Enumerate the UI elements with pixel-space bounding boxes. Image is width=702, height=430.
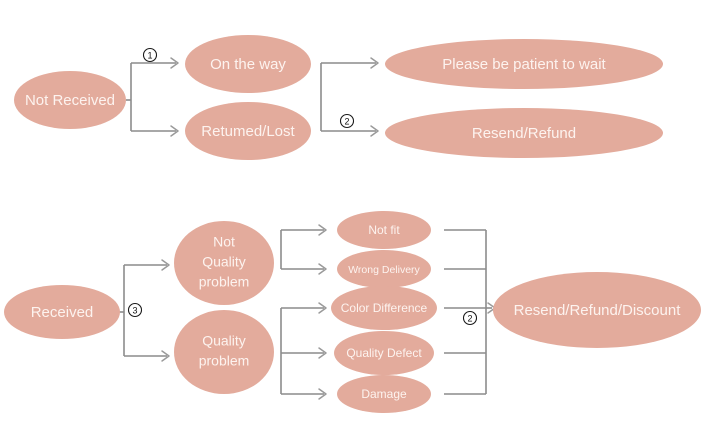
node-resend-refund-discount-shape (493, 272, 701, 348)
node-not-received[interactable]: Not Received (14, 71, 126, 129)
top-flow-connectors (126, 57, 379, 137)
node-not-received-label: Not Received (25, 92, 115, 109)
node-please-be-patient-shape (385, 39, 663, 89)
node-not-fit[interactable]: Not fit (337, 211, 431, 249)
node-resend-refund[interactable]: Resend/Refund (385, 108, 663, 158)
node-wrong-delivery-shape (337, 250, 431, 288)
node-on-the-way-shape (185, 35, 311, 93)
node-damage[interactable]: Damage (337, 375, 431, 413)
node-not-quality-problem-shape (174, 221, 274, 305)
marker-3-label: 3 (132, 306, 137, 316)
marker-3-circle (127, 302, 143, 318)
node-not-received-shape (14, 71, 126, 129)
node-quality-problem-label-line2: problem (199, 353, 250, 369)
node-damage-shape (337, 375, 431, 413)
node-returned-lost[interactable]: Retumed/Lost (185, 102, 311, 160)
arrowhead-bepatient (370, 57, 379, 69)
node-quality-problem-shape (174, 310, 274, 394)
marker-3: 3 (127, 302, 143, 318)
arrowhead-qualitydefect (318, 347, 327, 359)
arrowhead-ontheway (170, 57, 179, 69)
node-quality-defect-shape (334, 331, 434, 375)
arrowhead-damage (318, 388, 327, 400)
node-resend-refund-discount[interactable]: Resend/Refund/Discount (493, 272, 701, 348)
node-resend-refund-discount-label: Resend/Refund/Discount (514, 302, 682, 319)
arrowhead-notfit (318, 224, 327, 236)
node-not-fit-shape (337, 211, 431, 249)
node-not-fit-label: Not fit (368, 223, 400, 237)
node-returned-lost-label: Retumed/Lost (201, 123, 295, 140)
node-color-difference[interactable]: Color Difference (331, 286, 437, 330)
node-on-the-way[interactable]: On the way (185, 35, 311, 93)
marker-2-bottom-circle (462, 310, 478, 326)
marker-2-top-label: 2 (344, 117, 349, 127)
node-wrong-delivery[interactable]: Wrong Delivery (337, 250, 431, 288)
node-received[interactable]: Received (4, 285, 120, 339)
marker-1-label: 1 (147, 51, 152, 61)
marker-2-bottom: 2 (462, 310, 478, 326)
arrowhead-colordifference (318, 302, 327, 314)
node-not-quality-problem-label-line3: problem (199, 274, 250, 290)
arrowhead-notquality (161, 259, 170, 271)
bottom-flow-connectors (119, 224, 496, 400)
arrowhead-wrongdelivery (318, 263, 327, 275)
arrowhead-returnedlost (170, 125, 179, 137)
marker-1-circle (142, 47, 158, 63)
node-not-quality-problem[interactable]: Not Quality problem (174, 221, 274, 305)
node-please-be-patient-label: Please be patient to wait (442, 56, 606, 73)
node-quality-problem[interactable]: Quality problem (174, 310, 274, 394)
node-resend-refund-label: Resend/Refund (472, 125, 576, 142)
marker-2-top: 2 (339, 113, 355, 129)
node-quality-problem-label-line1: Quality (202, 333, 246, 349)
node-received-label: Received (31, 304, 94, 321)
node-damage-label: Damage (361, 387, 407, 401)
node-quality-defect[interactable]: Quality Defect (334, 331, 434, 375)
node-color-difference-label: Color Difference (341, 301, 428, 315)
node-please-be-patient[interactable]: Please be patient to wait (385, 39, 663, 89)
node-quality-defect-label: Quality Defect (346, 346, 422, 360)
arrowhead-quality (161, 350, 170, 362)
node-resend-refund-shape (385, 108, 663, 158)
marker-2-top-circle (339, 113, 355, 129)
marker-2-bottom-label: 2 (467, 314, 472, 324)
marker-1: 1 (142, 47, 158, 63)
node-color-difference-shape (331, 286, 437, 330)
node-received-shape (4, 285, 120, 339)
node-returned-lost-shape (185, 102, 311, 160)
node-not-quality-problem-label-line2: Quality (202, 254, 246, 270)
arrowhead-resendrefund (370, 125, 379, 137)
node-wrong-delivery-label: Wrong Delivery (348, 264, 420, 276)
node-not-quality-problem-label-line1: Not (213, 234, 235, 250)
node-on-the-way-label: On the way (210, 56, 286, 73)
